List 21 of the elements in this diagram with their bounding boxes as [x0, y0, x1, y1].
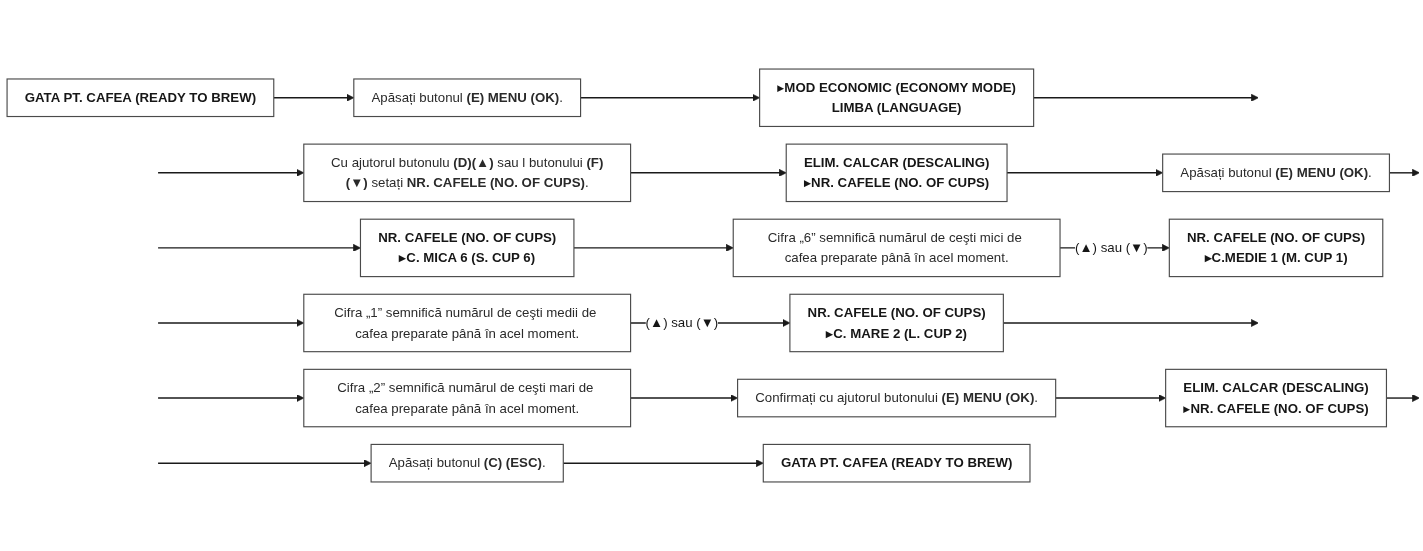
- node-box: ELIM. CALCAR (DESCALING) ▸NR. CAFELE (NO. OF CUPS): [785, 143, 1008, 203]
- node-box: ▸MOD ECONOMIC (ECONOMY MODE) LIMBA (LANGUAGE): [759, 68, 1035, 128]
- node-box: NR. CAFELE (NO. OF CUPS) ▸C. MICA 6 (S. CUP 6): [359, 218, 575, 278]
- node-box: ELIM. CALCAR (DESCALING) ▸NR. CAFELE (NO. OF CUPS): [1165, 368, 1388, 428]
- node-box: GATA PT. CAFEA (READY TO BREW): [6, 78, 275, 118]
- arrow: [573, 244, 734, 252]
- node-box: NR. CAFELE (NO. OF CUPS) ▸C.MEDIE 1 (M. CUP 1): [1168, 218, 1384, 278]
- node-box: Apăsați butonul (C) (ESC).: [370, 443, 564, 483]
- edge-label: (▲) sau (▼): [1075, 239, 1148, 255]
- arrow: [157, 244, 361, 252]
- node-box: NR. CAFELE (NO. OF CUPS) ▸C. MARE 2 (L. CUP 2): [789, 293, 1004, 353]
- arrow: [157, 459, 372, 468]
- node-box: Cifra „1” semnifică numărul de ceşti medii de cafea preparate până în acel moment.: [303, 293, 632, 353]
- node-box: Apăsați butonul (E) MENU (OK).: [353, 78, 582, 118]
- node-box: Cifra „6” semnifică numărul de ceşti mici de cafea preparate până în acel moment.: [732, 218, 1061, 278]
- edge-label: (▲) sau (▼): [645, 314, 719, 330]
- node-box: Confirmați cu ajutorul butonului (E) MENU (OK).: [737, 378, 1057, 418]
- node-box: Cu ajutorul butonulu (D)(▲) sau l butonului (F)(▼) setați NR. CAFELE (NO. OF CUPS).: [303, 143, 632, 203]
- node-box: GATA PT. CAFEA (READY TO BREW): [762, 443, 1031, 483]
- node-box: Apăsați butonul (E) MENU (OK).: [1162, 153, 1390, 193]
- node-box: Cifra „2” semnifică numărul de ceşti mari de cafea preparate până în acel moment.: [303, 368, 632, 428]
